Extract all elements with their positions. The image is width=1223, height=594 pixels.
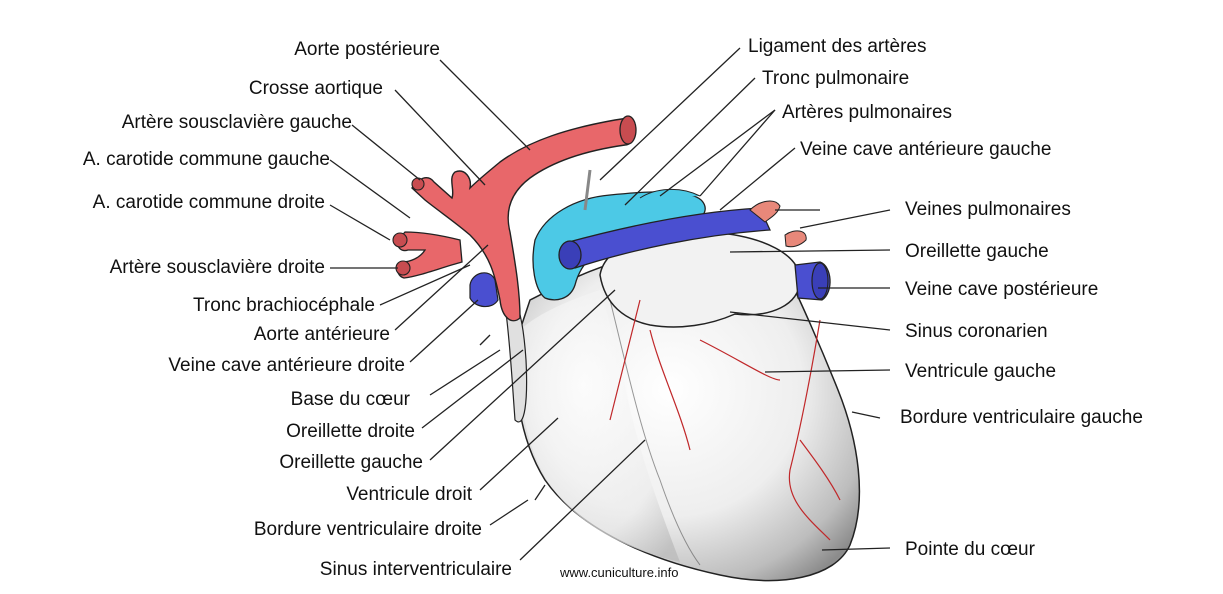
label-aorte-anterieure: Aorte antérieure [254, 324, 390, 345]
label-base-du-coeur: Base du cœur [291, 389, 411, 410]
label-carotide-commune-gauche: A. carotide commune gauche [83, 149, 330, 170]
label-tronc-pulmonaire: Tronc pulmonaire [762, 68, 909, 89]
label-bordure-ventriculaire-droite: Bordure ventriculaire droite [254, 519, 482, 540]
label-veine-cave-anterieure-gauche: Veine cave antérieure gauche [800, 139, 1051, 160]
posterior-vena-cava-opening [812, 263, 828, 299]
subclavian-opening-left [412, 178, 424, 190]
label-oreillette-gauche-left: Oreillette gauche [279, 452, 423, 473]
label-ligament-des-arteres: Ligament des artères [748, 36, 927, 57]
label-aorte-posterieure: Aorte postérieure [294, 39, 440, 60]
label-sinus-interventriculaire: Sinus interventriculaire [320, 559, 512, 580]
label-artere-sousclaviere-gauche: Artère sousclavière gauche [122, 112, 352, 133]
right-anterior-vena-cava [470, 273, 498, 307]
label-artere-sousclaviere-droite: Artère sousclavière droite [110, 257, 325, 278]
label-bordure-ventriculaire-gauche: Bordure ventriculaire gauche [900, 407, 1143, 428]
aorte-posterieure-opening [620, 116, 636, 144]
label-veines-pulmonaires: Veines pulmonaires [905, 199, 1071, 220]
carotid-opening-right [393, 233, 407, 247]
label-veine-cave-anterieure-droite: Veine cave antérieure droite [168, 355, 405, 376]
label-oreillette-gauche: Oreillette gauche [905, 241, 1049, 262]
label-arteres-pulmonaires: Artères pulmonaires [782, 102, 952, 123]
label-veine-cave-posterieure: Veine cave postérieure [905, 279, 1098, 300]
label-pointe-du-coeur: Pointe du cœur [905, 539, 1036, 560]
label-tronc-brachiocephale: Tronc brachiocéphale [193, 295, 375, 316]
label-sinus-coronarien: Sinus coronarien [905, 321, 1048, 342]
labels-left: Aorte postérieure Crosse aortique Artère… [83, 39, 512, 580]
label-ventricule-droit: Ventricule droit [346, 484, 472, 505]
label-ventricule-gauche: Ventricule gauche [905, 361, 1056, 382]
label-carotide-commune-droite: A. carotide commune droite [93, 192, 325, 213]
subclavian-opening-right [396, 261, 410, 275]
label-crosse-aortique: Crosse aortique [249, 78, 383, 99]
watermark: www.cuniculture.info [559, 565, 679, 580]
vena-cava-opening [559, 241, 581, 269]
label-oreillette-droite: Oreillette droite [286, 421, 415, 442]
